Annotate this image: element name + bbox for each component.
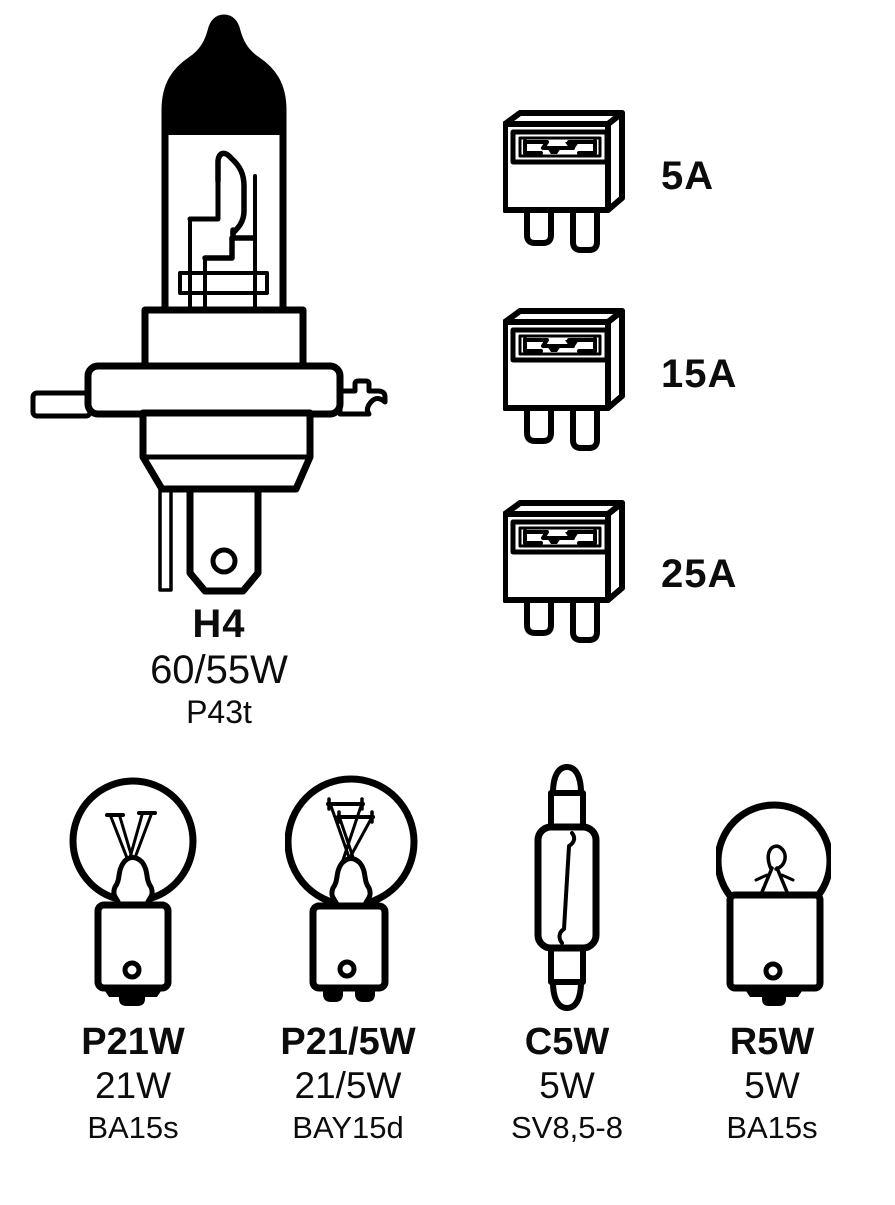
fuse-shape <box>505 311 622 448</box>
c5w-bottom-sleeve <box>548 945 586 985</box>
h4-contact-pin <box>158 487 173 592</box>
fuse-15a-illustration <box>503 308 633 454</box>
p215w-contacts <box>323 988 375 1002</box>
c5w-top-cap <box>550 764 584 796</box>
p215w-base <box>309 902 389 992</box>
r5w-contact <box>744 988 804 1006</box>
h4-blade-hole <box>210 547 238 575</box>
r5w-bulb-illustration <box>716 801 831 1006</box>
h4-black-tip <box>165 18 283 135</box>
bulb-name-label: P21W <box>81 1021 185 1063</box>
p21w-filament <box>105 811 157 908</box>
c5w-bulb-illustration <box>534 764 600 1011</box>
h4-right-tab <box>337 378 388 417</box>
bulb-name-label: R5W <box>729 1021 815 1063</box>
p215w-filament <box>326 797 375 909</box>
bulb-wattage-label: 5W <box>744 1065 800 1106</box>
bulb-base-label: BA15s <box>726 1110 818 1145</box>
bulb-wattage-label: 21/5W <box>294 1065 402 1106</box>
c5w-filament <box>557 831 577 945</box>
bulb-name-label: P21/5W <box>280 1021 416 1063</box>
p21w-contact <box>103 988 163 1006</box>
h4-skirt <box>139 409 314 493</box>
bulb-base-label: SV8,5-8 <box>510 1110 623 1145</box>
h4-filament <box>178 150 269 309</box>
fuse-shape <box>505 503 622 640</box>
h4-bulb-illustration <box>30 14 388 595</box>
p21w-pin-dot <box>122 960 142 980</box>
p21w-bulb-illustration <box>69 777 197 1006</box>
fuse-25a-illustration <box>503 500 633 646</box>
c5w-bottom-cap <box>550 979 584 1011</box>
h4-left-tab <box>30 390 93 419</box>
fuse-rating-label: 15A <box>661 352 738 396</box>
fuse-5a-illustration <box>503 110 633 256</box>
r5w-pin-dot <box>763 961 783 981</box>
bulb-base-label: BAY15d <box>292 1110 404 1145</box>
h4-flange <box>84 362 344 418</box>
h4-name-label: H4 <box>192 602 246 646</box>
h4-base-label: P43t <box>186 694 252 730</box>
p215w-bulb-illustration <box>285 775 418 1002</box>
fuse-rating-label: 25A <box>661 552 738 596</box>
h4-wattage-label: 60/55W <box>150 648 288 692</box>
fuse-rating-label: 5A <box>661 154 715 198</box>
fuse-shape <box>505 113 622 250</box>
bulb-wattage-label: 21W <box>94 1065 172 1106</box>
h4-base-collar <box>141 306 307 371</box>
bulb-wattage-label: 5W <box>539 1065 595 1106</box>
p215w-pin-dot <box>337 959 357 979</box>
c5w-top-sleeve <box>548 790 586 830</box>
h4-connector-blade <box>186 485 262 595</box>
bulb-name-label: C5W <box>524 1021 610 1063</box>
bulb-base-label: BA15s <box>87 1110 179 1145</box>
r5w-filament <box>754 844 795 894</box>
